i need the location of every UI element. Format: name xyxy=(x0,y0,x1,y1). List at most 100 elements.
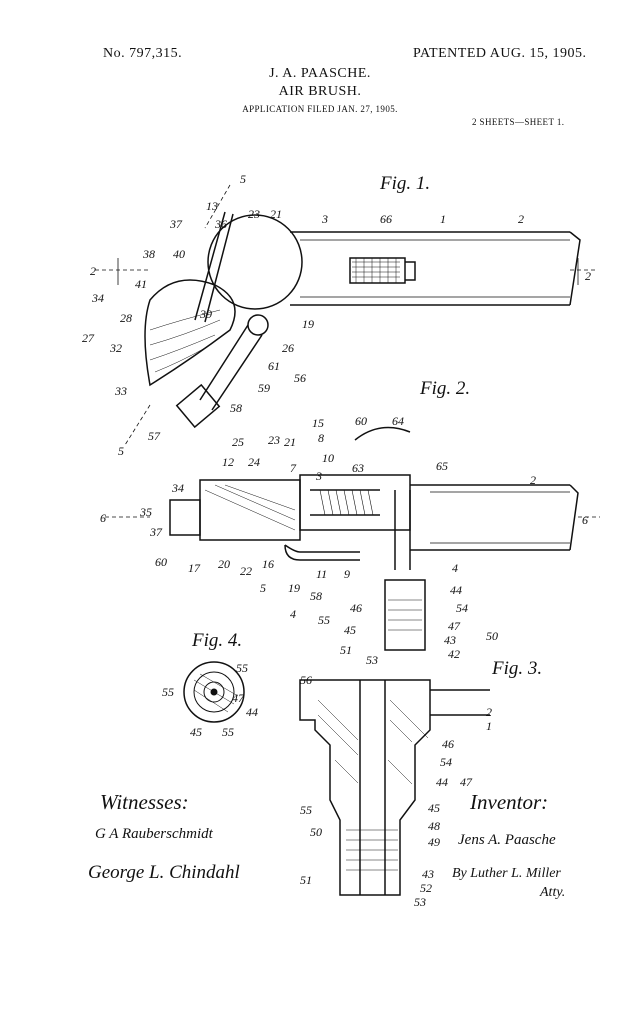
fig2-label: 47 xyxy=(448,619,461,633)
patent-date: PATENTED AUG. 15, 1905. xyxy=(413,46,587,61)
fig4-label: 45 xyxy=(190,725,202,739)
fig1-label: 26 xyxy=(282,341,294,355)
fig2-label: 63 xyxy=(352,461,364,475)
fig2-label: 58 xyxy=(310,589,322,603)
fig2-label: 10 xyxy=(322,451,334,465)
application-date: APPLICATION FILED JAN. 27, 1905. xyxy=(242,104,398,114)
fig2-label: 11 xyxy=(316,567,327,581)
fig2-label: 24 xyxy=(248,455,260,469)
fig3-label: 53 xyxy=(414,895,426,909)
attorney-title: Atty. xyxy=(540,885,566,900)
fig1-label: 38 xyxy=(142,247,155,261)
fig2-label: 4 xyxy=(452,561,458,575)
fig1-label: 66 xyxy=(380,212,392,226)
fig2-label: 17 xyxy=(188,561,201,575)
fig1-label: 1 xyxy=(440,212,446,226)
fig1-label: 37 xyxy=(169,217,183,231)
fig4-label: 44 xyxy=(246,705,258,719)
fig1-label: 13 xyxy=(206,199,218,213)
fig3-label: 43 xyxy=(422,867,434,881)
fig2-caption: Fig. 2. xyxy=(420,378,471,399)
fig1-label: 32 xyxy=(109,341,122,355)
fig1-label: 58 xyxy=(230,401,242,415)
fig2-label: 19 xyxy=(288,581,300,595)
fig2-label: 53 xyxy=(366,653,378,667)
fig2-label: 6 xyxy=(582,513,588,527)
fig3-label: 48 xyxy=(428,819,440,833)
fig2-label: 46 xyxy=(350,601,362,615)
fig1-label: 23 xyxy=(248,207,260,221)
fig3-label: 52 xyxy=(420,881,432,895)
fig1-label: 57 xyxy=(148,429,161,443)
inventor-signature: Jens A. Paasche xyxy=(458,832,556,848)
fig2-label: 12 xyxy=(222,455,234,469)
fig4-label: 47 xyxy=(232,691,245,705)
fig1-label: 36 xyxy=(214,217,227,231)
fig3-label: 45 xyxy=(428,801,440,815)
fig1-label: 2 xyxy=(585,269,591,283)
inventor-name-header: J. A. PAASCHE. xyxy=(269,66,371,81)
fig1-label: 21 xyxy=(270,207,282,221)
fig2-label: 16 xyxy=(262,557,274,571)
fig3-label: 50 xyxy=(310,825,322,839)
fig2-label: 45 xyxy=(344,623,356,637)
fig2-label: 20 xyxy=(218,557,230,571)
fig2-label: 43 xyxy=(444,633,456,647)
fig2-label: 4 xyxy=(290,607,296,621)
fig3-label: 54 xyxy=(440,755,452,769)
fig3-label: 46 xyxy=(442,737,454,751)
fig3-label: 47 xyxy=(460,775,473,789)
fig2-label: 15 xyxy=(312,416,324,430)
fig3-label: 49 xyxy=(428,835,440,849)
fig2-label: 44 xyxy=(450,583,462,597)
fig1-label: 41 xyxy=(135,277,147,291)
fig2-label: 3 xyxy=(315,469,322,483)
invention-title: AIR BRUSH. xyxy=(278,84,362,99)
fig2-label: 60 xyxy=(355,414,367,428)
fig1-label: 39 xyxy=(199,307,212,321)
fig4-caption: Fig. 4. xyxy=(192,630,243,651)
fig1-drawing: 5 13 36 23 21 3 66 1 2 37 38 40 2 2 41 3… xyxy=(82,172,598,458)
fig2-label: 42 xyxy=(448,647,460,661)
fig1-label: 2 xyxy=(518,212,524,226)
fig1-label: 5 xyxy=(118,444,124,458)
witness-signature-1: G A Rauberschmidt xyxy=(95,826,213,842)
fig3-label: 55 xyxy=(300,803,312,817)
fig2-label: 37 xyxy=(149,525,163,539)
fig2-label: 50 xyxy=(486,629,498,643)
fig3-drawing: 56 2 1 46 54 44 47 55 45 48 50 49 43 51 … xyxy=(299,673,492,909)
fig4-label: 55 xyxy=(162,685,174,699)
witness-signature-2: George L. Chindahl xyxy=(88,862,240,883)
fig1-label: 59 xyxy=(258,381,270,395)
fig2-label: 21 xyxy=(284,435,296,449)
fig1-label: 3 xyxy=(321,212,328,226)
fig1-label: 61 xyxy=(268,359,280,373)
fig2-label: 54 xyxy=(456,601,468,615)
fig2-drawing: 15 8 60 64 25 23 21 12 24 7 10 63 65 2 3… xyxy=(100,414,600,667)
fig2-label: 64 xyxy=(392,414,404,428)
fig1-label: 2 xyxy=(90,264,96,278)
fig1-label: 33 xyxy=(114,384,127,398)
fig2-label: 60 xyxy=(155,555,167,569)
fig3-label: 44 xyxy=(436,775,448,789)
fig1-caption: Fig. 1. xyxy=(380,173,431,194)
fig1-label: 56 xyxy=(294,371,306,385)
fig2-label: 65 xyxy=(436,459,448,473)
fig3-label: 56 xyxy=(300,673,312,687)
fig3-label: 51 xyxy=(300,873,312,887)
fig1-label: 5 xyxy=(240,172,246,186)
fig2-label: 9 xyxy=(344,567,350,581)
fig4-label: 55 xyxy=(236,661,248,675)
fig2-label: 51 xyxy=(340,643,352,657)
witnesses-heading: Witnesses: xyxy=(100,790,189,814)
fig2-label: 8 xyxy=(318,431,324,445)
sheet-count: 2 SHEETS—SHEET 1. xyxy=(472,117,565,127)
fig1-label: 34 xyxy=(91,291,104,305)
fig4-label: 55 xyxy=(222,725,234,739)
patent-number: No. 797,315. xyxy=(103,46,183,61)
fig2-label: 25 xyxy=(232,435,244,449)
fig1-label: 28 xyxy=(120,311,132,325)
fig2-label: 2 xyxy=(530,473,536,487)
fig2-label: 55 xyxy=(318,613,330,627)
fig3-label: 1 xyxy=(486,719,492,733)
